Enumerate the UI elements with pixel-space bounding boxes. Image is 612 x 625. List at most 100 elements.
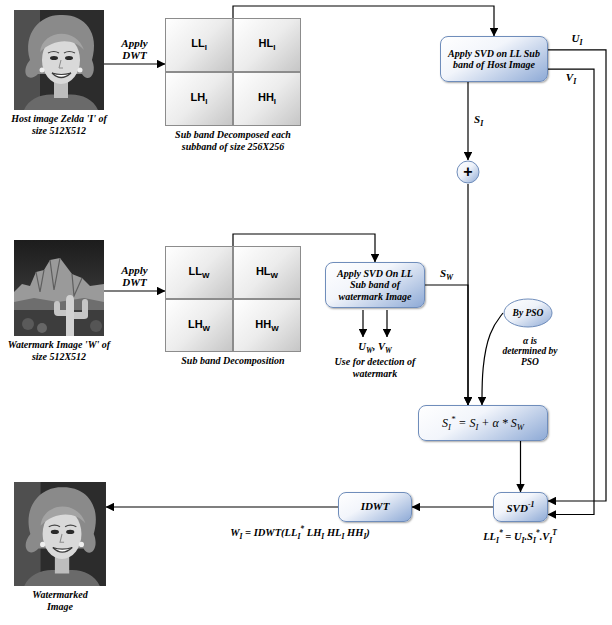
text-part: W [517, 422, 524, 432]
node-text: + [463, 164, 472, 180]
text-part: LL [191, 37, 204, 49]
text-part: HL [259, 37, 274, 49]
edge-label: α is determined by PSO [501, 336, 559, 367]
text-part: α is determined by PSO [502, 336, 557, 367]
photo-frame: Host image Zelda 'I' of size 512X512 [14, 10, 104, 110]
text-part: I [496, 536, 499, 545]
text-part: W [366, 346, 373, 355]
caption: Host image Zelda 'I' of size 512X512 [6, 113, 112, 136]
desert-photo [37, 323, 47, 333]
text-part: U [358, 341, 366, 352]
text-part: W [230, 527, 239, 538]
text-part: SVD [507, 501, 528, 513]
process-box: SI* = SI + α * SW [418, 405, 548, 441]
subband-cell: HHI [233, 72, 301, 126]
connector [412, 506, 493, 507]
text-part: I [522, 536, 525, 545]
text-part: + α * S [478, 416, 516, 430]
text-part: I [274, 98, 276, 107]
output-arrows [363, 310, 387, 337]
text-part: , V [373, 341, 385, 352]
desert-photo [90, 320, 102, 332]
node-text: HHW [255, 318, 278, 333]
text-part: I [363, 532, 366, 541]
text-part: HL [324, 527, 341, 538]
node-text: HLW [256, 265, 278, 280]
caption: Watermarked Image [20, 589, 100, 612]
text-part: I [549, 536, 552, 545]
text-part: W [385, 346, 392, 355]
node-text: LLI [191, 37, 207, 52]
text-part: By PSO [513, 308, 544, 318]
desert-photo [36, 258, 82, 296]
text-part: LH [191, 91, 206, 103]
text-part: .V [540, 531, 550, 542]
text-part: Apply DWT [121, 37, 147, 61]
subband-cell: LLW [165, 246, 233, 299]
text-part: HL [256, 265, 271, 277]
text-part: I [273, 44, 275, 53]
text-part: LL [189, 265, 202, 277]
text-part: U [571, 32, 579, 44]
text-part: Apply SVD On LL Sub band of watermark Im… [337, 268, 413, 302]
node-text: SVD-1 [507, 500, 535, 515]
connector [548, 69, 594, 514]
text-part: = IDWT(LL [242, 527, 297, 538]
edge-label: Apply DWT [114, 37, 156, 61]
text-part: LH [304, 527, 321, 538]
text-part: V [566, 71, 573, 83]
process-box: IDWT [338, 492, 412, 522]
process-box: SVD-1 [493, 492, 548, 522]
text-part: IDWT [361, 500, 390, 512]
note-label: WI = IDWT(LLI* LHI HLI HHI) [230, 525, 370, 541]
text-part: HH [255, 318, 271, 330]
text-part: * [499, 528, 503, 537]
subband-cell: HHW [233, 299, 301, 352]
text-part: W [271, 324, 278, 333]
caption: Watermark Image 'W' of size 512X512 [6, 339, 112, 362]
text-part: I [475, 422, 478, 432]
node-text: By PSO [513, 308, 544, 318]
text-part: S [440, 267, 446, 279]
text-part: I [205, 98, 207, 107]
text-part: I [321, 532, 324, 541]
text-part: Host image Zelda 'I' of size 512X512 [11, 113, 107, 136]
edge-label: UI [570, 32, 583, 48]
subband-cell: HLW [233, 246, 301, 299]
text-part: = S [455, 416, 475, 430]
process-box: Apply SVD on LL Sub band of Host Image [440, 36, 548, 82]
connector [425, 285, 468, 405]
desert-photo [14, 240, 104, 336]
subband-cell: HLI [233, 18, 301, 72]
text-part: I [448, 422, 451, 432]
text-part: Apply SVD on LL Sub band of Host Image [448, 48, 540, 71]
node-text: Apply SVD On LL Sub band of watermark Im… [331, 268, 419, 303]
desert-photo [14, 240, 104, 336]
node-text: Apply SVD on LL Sub band of Host Image [446, 48, 542, 71]
text-part: HH [344, 527, 363, 538]
text-part: I [533, 536, 536, 545]
text-part: W [446, 273, 453, 282]
text-part: W [203, 324, 210, 333]
desert-photo [54, 301, 66, 316]
node-text: SI* = SI + α * SW [442, 414, 524, 433]
node-text: HHI [258, 91, 276, 106]
text-part: -1 [528, 500, 535, 509]
text-part: * [536, 528, 540, 537]
shape-fill [504, 299, 552, 327]
subband-grid: Sub band Decomposed each subband of size… [165, 18, 301, 126]
node-text: HLI [259, 37, 276, 52]
edge-label: SW [439, 267, 454, 283]
shape-fill [457, 161, 479, 183]
connectors [104, 6, 606, 515]
output-arrows [386, 310, 387, 337]
connector [106, 506, 338, 507]
subband-cell: LLI [165, 18, 233, 72]
caption: Sub band Decomposed each subband of size… [158, 129, 308, 152]
pso-ellipse: By PSO [503, 298, 553, 328]
connector [520, 441, 521, 492]
node-text: LHI [191, 91, 208, 106]
subband-cell: LHI [165, 72, 233, 126]
edge-label: Apply DWT [114, 264, 156, 288]
